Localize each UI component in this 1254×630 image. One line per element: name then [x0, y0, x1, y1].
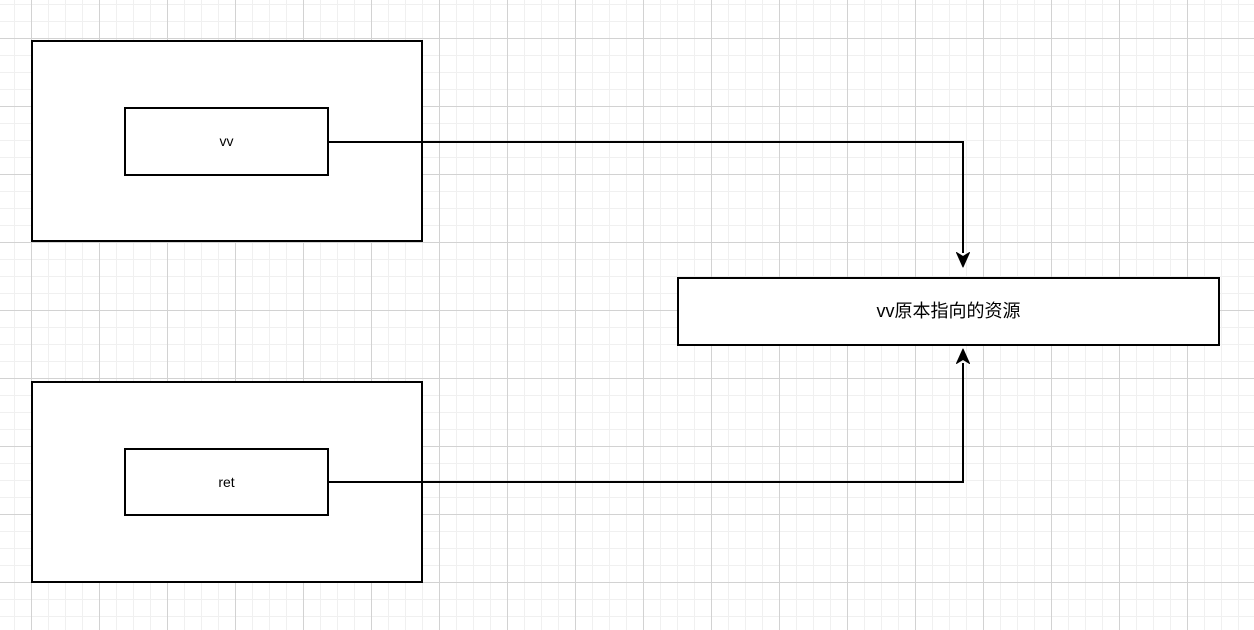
edge-ret-to-resource-arrowhead-icon: [956, 348, 970, 364]
edge-vv-to-resource[interactable]: [329, 141, 964, 253]
resource-node-label: vv原本指向的资源: [876, 300, 1021, 321]
vv-node-label: vv: [219, 133, 234, 150]
ret-node-box[interactable]: ret: [124, 448, 329, 516]
resource-node-box[interactable]: vv原本指向的资源: [677, 277, 1220, 346]
edge-ret-to-resource[interactable]: [329, 363, 964, 483]
vv-node-box[interactable]: vv: [124, 107, 329, 176]
ret-node-label: ret: [218, 473, 235, 490]
edge-vv-to-resource-arrowhead-icon: [956, 252, 970, 268]
